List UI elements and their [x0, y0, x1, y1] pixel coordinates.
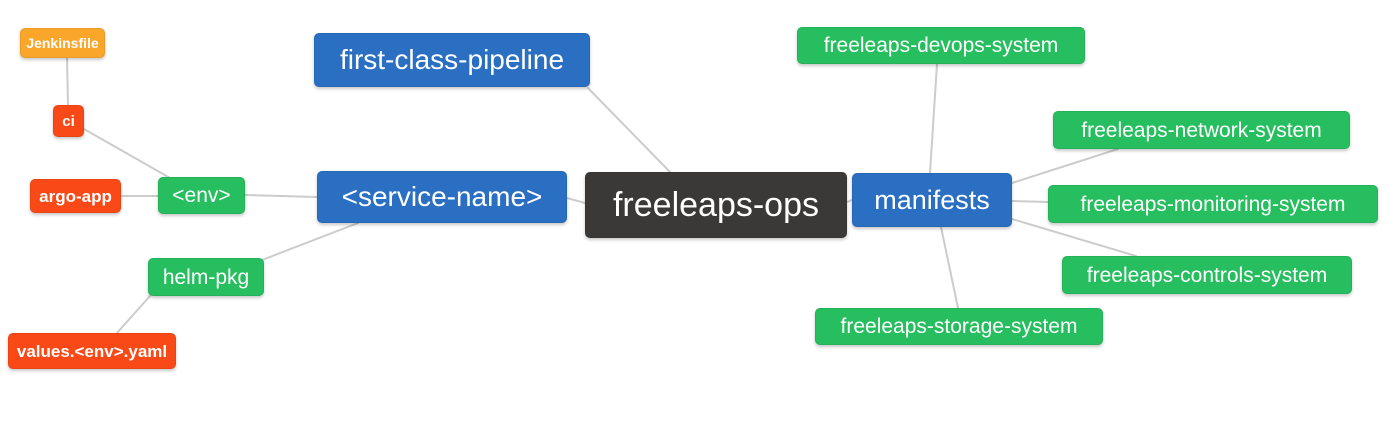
- edge-manifests-to-freeleaps-controls-system: [1011, 218, 1137, 257]
- node-freeleaps-devops-system[interactable]: freeleaps-devops-system: [797, 27, 1085, 64]
- node-values-env-yaml[interactable]: values.<env>.yaml: [8, 333, 176, 369]
- node-service-name[interactable]: <service-name>: [317, 171, 567, 223]
- edge-ci-to-env: [83, 128, 171, 179]
- edge-values-env-yaml-to-helm-pkg: [116, 295, 151, 334]
- edge-freeleaps-devops-system-to-manifests: [929, 63, 938, 174]
- node-env[interactable]: <env>: [158, 177, 245, 214]
- node-helm-pkg[interactable]: helm-pkg: [148, 258, 264, 296]
- edge-manifests-to-freeleaps-storage-system: [940, 226, 959, 309]
- node-first-class-pipeline[interactable]: first-class-pipeline: [314, 33, 590, 87]
- edge-jenkinsfile-to-ci: [66, 57, 69, 106]
- edge-service-name-to-freeleaps-ops: [566, 197, 586, 204]
- node-freeleaps-controls-system[interactable]: freeleaps-controls-system: [1062, 256, 1352, 294]
- edge-env-to-service-name: [244, 194, 318, 198]
- node-freeleaps-network-system[interactable]: freeleaps-network-system: [1053, 111, 1350, 149]
- node-ci[interactable]: ci: [53, 105, 84, 137]
- node-manifests[interactable]: manifests: [852, 173, 1012, 227]
- node-freeleaps-ops[interactable]: freeleaps-ops: [585, 172, 847, 238]
- edge-helm-pkg-to-service-name: [261, 222, 359, 261]
- edge-first-class-pipeline-to-freeleaps-ops: [587, 87, 671, 173]
- node-argo-app[interactable]: argo-app: [30, 179, 121, 213]
- edge-manifests-to-freeleaps-monitoring-system: [1011, 200, 1049, 203]
- edge-manifests-to-freeleaps-network-system: [1011, 148, 1119, 184]
- node-freeleaps-storage-system[interactable]: freeleaps-storage-system: [815, 308, 1103, 345]
- node-freeleaps-monitoring-system[interactable]: freeleaps-monitoring-system: [1048, 185, 1378, 223]
- node-jenkinsfile[interactable]: Jenkinsfile: [20, 28, 105, 58]
